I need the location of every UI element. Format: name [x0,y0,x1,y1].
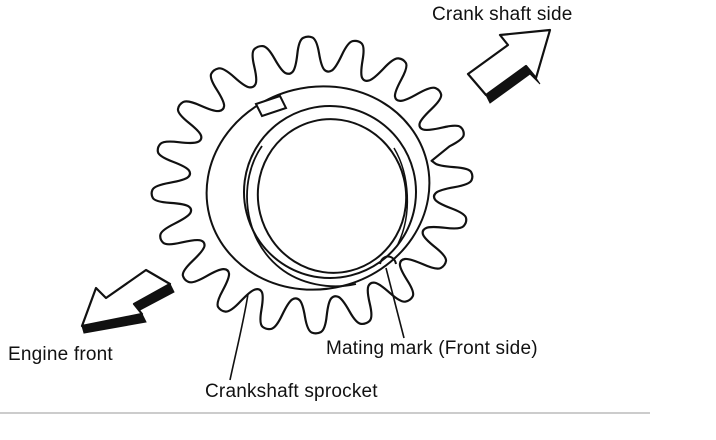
crankshaft-side-label: Crank shaft side [432,4,573,25]
engine-front-label: Engine front [8,344,113,365]
arrow-up-right-icon [466,28,552,104]
bore-right-edge [393,147,409,245]
sprocket-leader [229,293,249,381]
mating-mark-leader [385,267,405,339]
mating-mark-label: Mating mark (Front side) [326,338,538,359]
mating-mark [379,255,397,265]
keyway-notch [254,94,288,118]
crankshaft-sprocket-label: Crankshaft sprocket [205,381,378,402]
bore [256,118,408,274]
arrow-down-left-icon [80,268,175,334]
bore-depth-edge [246,145,357,288]
